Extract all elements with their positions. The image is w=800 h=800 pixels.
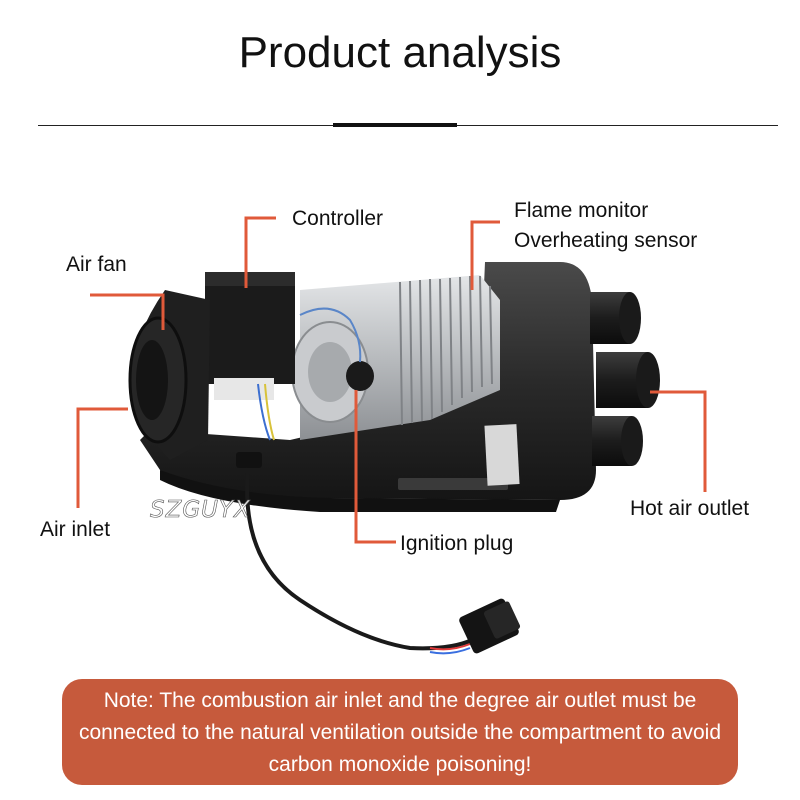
hot-air-outlet-tubes [590,292,660,466]
label-overheating-sensor: Overheating sensor [514,229,698,252]
callout-air-fan [90,293,165,330]
label-flame-sensor: Flame monitor Overheating sensor [514,196,697,256]
brand-watermark: SZGUYX [150,497,251,524]
label-hot-air-outlet: Hot air outlet [630,497,750,520]
divider-accent [333,123,457,127]
page-title: Product analysis [238,28,562,77]
label-flame-monitor: Flame monitor [514,199,649,222]
callout-air-inlet [76,407,128,508]
warning-note: Note: The combustion air inlet and the d… [62,679,738,785]
label-controller: Controller [292,207,384,230]
callout-hot-air-outlet [650,390,707,492]
callout-controller [244,216,276,288]
callout-flame-sensor [470,220,500,290]
heat-exchanger [291,275,500,440]
ignition-plug-assembly [257,307,374,441]
air-fan-housing [128,290,210,460]
callout-ignition-plug [354,390,396,544]
label-air-fan: Air fan [66,253,127,276]
label-air-inlet: Air inlet [40,518,111,541]
label-ignition-plug: Ignition plug [400,532,514,555]
heater-housing [140,262,596,512]
callout-lines [76,216,707,544]
controller-box [205,272,295,400]
wire-harness [236,452,521,655]
